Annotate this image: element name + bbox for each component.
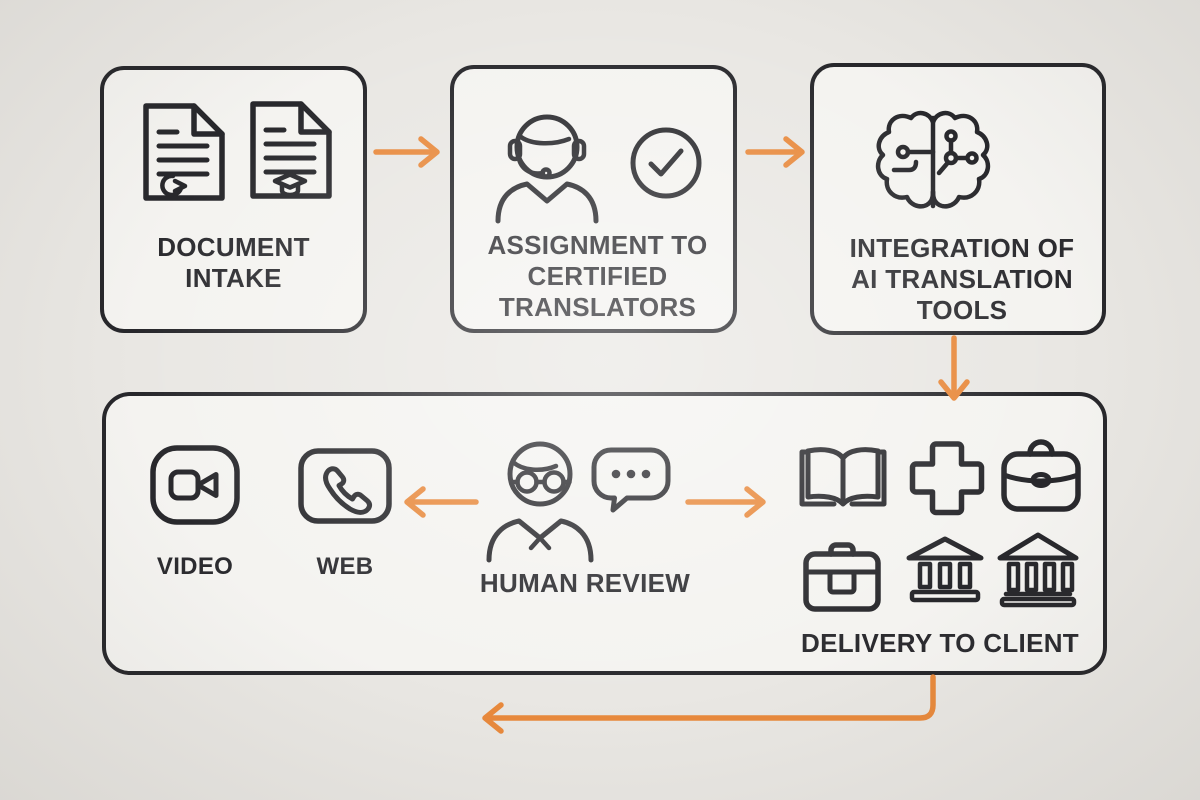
arrow-intake-to-assignment (373, 136, 440, 168)
translator-headset-icon (495, 114, 599, 224)
ai-brain-icon (875, 110, 991, 209)
certified-document-icon (250, 101, 332, 199)
reviewer-person-icon (486, 441, 594, 563)
step-review-and-delivery: VIDEO WEB HUMAN REVIEW (102, 392, 1107, 675)
video-camera-icon (150, 445, 240, 525)
delivery-to-client-label: DELIVERY TO CLIENT (801, 628, 1079, 658)
step-document-intake: DOCUMENT INTAKE (100, 66, 367, 333)
bank-icon (906, 536, 984, 603)
medical-cross-icon (909, 441, 985, 516)
phone-handset-icon (298, 448, 392, 524)
document-intake-label: DOCUMENT INTAKE (157, 232, 310, 294)
handbag-icon (1001, 439, 1081, 512)
approval-check-icon (630, 127, 702, 199)
step-ai-integration: INTEGRATION OF AI TRANSLATION TOOLS (810, 63, 1106, 335)
translation-document-icon (143, 103, 225, 201)
briefcase-icon (803, 542, 881, 612)
government-building-icon (997, 532, 1079, 608)
human-review-label: HUMAN REVIEW (479, 568, 691, 598)
open-book-icon (799, 447, 887, 507)
video-label: VIDEO (156, 553, 234, 580)
arrow-assignment-to-ai (745, 136, 805, 168)
speech-bubble-icon (591, 447, 671, 513)
assignment-label: ASSIGNMENT TO CERTIFIED TRANSLATORS (487, 230, 708, 323)
web-label: WEB (316, 553, 374, 580)
ai-integration-label: INTEGRATION OF AI TRANSLATION TOOLS (849, 233, 1075, 326)
step-assignment: ASSIGNMENT TO CERTIFIED TRANSLATORS (450, 65, 737, 333)
arrow-delivery-loop-back (482, 674, 936, 734)
arrow-ai-to-review (938, 335, 970, 401)
